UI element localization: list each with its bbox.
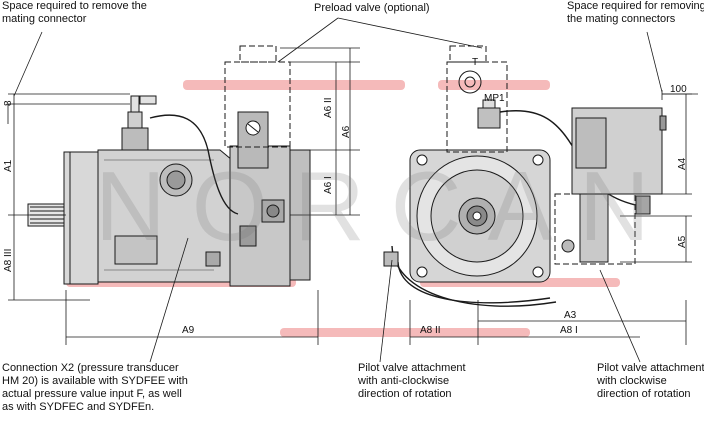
- callout-line: as with SYDFEC and SYDFEn.: [2, 401, 155, 413]
- dim-a4: A4: [677, 157, 688, 170]
- callout-preload-valve: Preload valve (optional): [314, 2, 430, 14]
- callout-line: with anti-clockwise: [358, 375, 450, 387]
- dim-a1: A1: [3, 159, 14, 172]
- leader-lines: [13, 17, 663, 363]
- dim-a6-i: A6 I: [323, 176, 334, 194]
- pump-front-view: [383, 45, 667, 307]
- pressure-sensor: [121, 127, 149, 151]
- callout-line: HM 20) is available with SYDFEE with: [2, 375, 188, 387]
- callout-line: Space required for removing: [567, 0, 704, 12]
- dim-8: 8: [3, 100, 14, 106]
- callout-line: Space required to remove the: [2, 0, 147, 12]
- dim-a9: A9: [182, 325, 195, 336]
- callout-connector-space: Space required to remove the mating conn…: [2, 0, 147, 26]
- callout-connectors-space: Space required for removing the mating c…: [567, 0, 704, 26]
- callout-line: mating connector: [2, 13, 87, 25]
- port-mp1: MP1: [484, 93, 505, 104]
- dim-a8-ii: A8 II: [420, 325, 441, 336]
- mp1-sensor: [477, 107, 501, 129]
- dim-a6: A6: [341, 125, 352, 138]
- dim-a8-iii: A8 III: [3, 248, 14, 272]
- pump-side-view: [27, 45, 311, 287]
- port-t: T: [472, 57, 479, 68]
- dim-a6-ii: A6 II: [323, 97, 334, 118]
- callout-line: direction of rotation: [597, 388, 691, 400]
- preload-valve-outline: [224, 61, 291, 148]
- left-dimensions: [7, 47, 360, 345]
- callout-line: Pilot valve attachment: [358, 362, 466, 374]
- callout-line: actual pressure value input F, as well: [2, 388, 182, 400]
- callout-pilot-clockwise: Pilot valve attachment with clockwise di…: [597, 362, 704, 401]
- tank-port-block: [446, 61, 508, 153]
- dim-a5: A5: [677, 235, 688, 248]
- dim-a3: A3: [564, 310, 577, 321]
- dim-a8-i: A8 I: [560, 325, 578, 336]
- callout-line: the mating connectors: [567, 13, 676, 25]
- right-dimensions: [409, 90, 698, 345]
- mounting-flange: [63, 151, 99, 285]
- dim-100: 100: [670, 84, 687, 95]
- callout-connection-x2: Connection X2 (pressure transducer HM 20…: [2, 362, 188, 414]
- watermark-text: NORCAN: [95, 151, 676, 261]
- callout-pilot-anticlockwise: Pilot valve attachment with anti-clockwi…: [358, 362, 466, 401]
- pilot-valve-outline: [554, 193, 636, 265]
- callout-line: Pilot valve attachment: [597, 362, 704, 374]
- callout-line: Connection X2 (pressure transducer: [2, 362, 179, 374]
- callout-line: with clockwise: [597, 375, 667, 387]
- callout-line: direction of rotation: [358, 388, 452, 400]
